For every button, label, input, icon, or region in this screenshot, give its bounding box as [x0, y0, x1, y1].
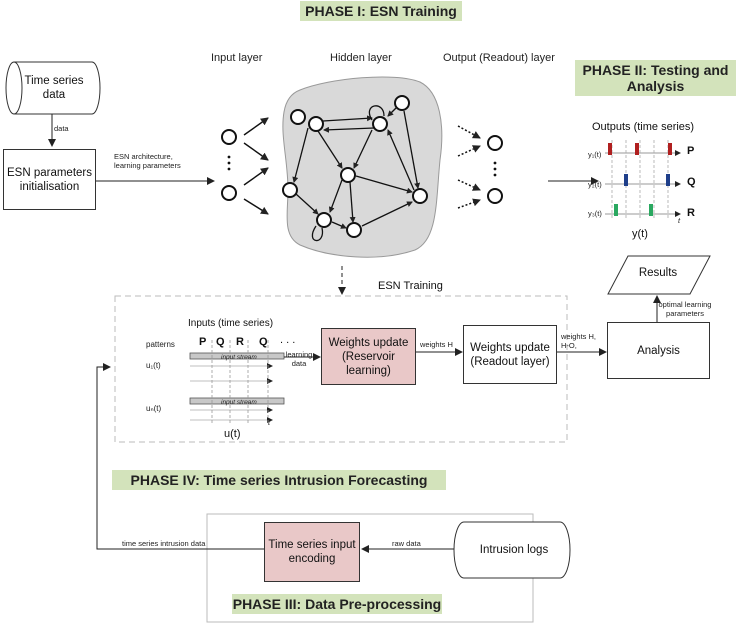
input-arrows: [243, 117, 269, 215]
hidden-neurons: [282, 95, 428, 238]
pattern-letter-2: Q: [216, 336, 225, 348]
weights-readout-box: Weights update (Readout layer): [463, 325, 557, 384]
phase-1-title: PHASE I: ESN Training: [305, 3, 457, 19]
ut-label: u(t): [224, 428, 241, 440]
weights-h-label: weights H: [420, 340, 453, 349]
analysis-box: Analysis: [607, 322, 710, 379]
feedback-arrow: [96, 363, 264, 550]
results-label: Results: [638, 267, 678, 279]
hidden-layer-label: Hidden layer: [330, 52, 392, 64]
raw-data-label: raw data: [392, 539, 421, 548]
outputs-title: Outputs (time series): [592, 121, 695, 133]
output-dots: [493, 161, 497, 177]
phase-1-banner: PHASE I: ESN Training: [300, 1, 462, 21]
phase-2-title: PHASE II: Testing and Analysis: [582, 62, 729, 94]
data-edge-label: data: [54, 124, 69, 133]
stream-label-2: input stream: [221, 399, 257, 406]
learning-data-label: learning data: [285, 350, 313, 368]
y2-label: y₂(t): [588, 180, 602, 189]
output-layer-label: Output (Readout) layer: [443, 52, 555, 64]
output-t-label: t: [678, 216, 681, 225]
sig-p-label: P: [687, 145, 695, 157]
phase-4-banner: PHASE IV: Time series Intrusion Forecast…: [112, 470, 446, 490]
time-series-data-cylinder: [5, 61, 101, 115]
pattern-letter-3: R: [236, 336, 244, 348]
phase-3-banner: PHASE III: Data Pre-processing: [232, 594, 442, 614]
weights-reservoir-label: Weights update (Reservoir learning): [328, 336, 409, 377]
sig-q-label: Q: [687, 176, 696, 188]
phase-2-banner: PHASE II: Testing and Analysis: [575, 60, 736, 96]
inputs-title: Inputs (time series): [188, 318, 274, 329]
intrusion-logs-cylinder: [453, 521, 571, 579]
sig-r-label: R: [687, 207, 695, 219]
output-neurons: [487, 135, 503, 204]
input-layer-label: Input layer: [211, 52, 263, 64]
optimal-label: optimal learning parameters: [658, 300, 712, 318]
output-gridlines: [611, 140, 669, 220]
u1-label: u₁(t): [146, 361, 161, 370]
yt-label: y(t): [632, 228, 648, 240]
weights-readout-label: Weights update (Readout layer): [470, 341, 550, 368]
pattern-letter-4: Q: [259, 336, 268, 348]
phase-4-title: PHASE IV: Time series Intrusion Forecast…: [130, 472, 428, 488]
input-dots: [227, 155, 231, 171]
esn-arch-label: ESN architecture, learning parameters: [114, 152, 181, 170]
patterns-label: patterns: [146, 340, 175, 349]
time-series-data-label: Time series data: [24, 75, 84, 101]
pattern-letter-1: P: [199, 336, 207, 348]
weights-reservoir-box: Weights update (Reservoir learning): [321, 328, 416, 385]
y3-label: y₃(t): [588, 209, 602, 218]
stream-label-1: input stream: [221, 354, 257, 361]
esn-training-region: [114, 295, 568, 443]
weights-hho-label: weights H, H-O,: [561, 332, 597, 350]
esn-params-label: ESN parameters initialisation: [6, 166, 92, 193]
esn-training-label: ESN Training: [378, 280, 443, 292]
input-stream-diagram: [189, 340, 285, 425]
y1-label: y₁(t): [588, 150, 602, 159]
ts-intrusion-label: time series intrusion data: [122, 539, 206, 548]
input-neurons: [221, 129, 237, 201]
input-t-label: t: [268, 418, 271, 427]
output-arrows: [457, 125, 481, 209]
hidden-connections: [292, 107, 421, 229]
phase-3-title: PHASE III: Data Pre-processing: [232, 596, 442, 612]
analysis-label: Analysis: [637, 344, 680, 357]
un-label: uₙ(t): [146, 404, 162, 413]
pattern-ellipsis: . . .: [280, 334, 296, 346]
self-loops: [311, 105, 385, 242]
encoding-label: Time series input encoding: [268, 539, 356, 565]
results-shape: [607, 255, 711, 295]
esn-params-box: ESN parameters initialisation: [3, 149, 96, 210]
reservoir-blob: [282, 76, 443, 258]
encoding-box: Time series input encoding: [264, 522, 360, 582]
intrusion-logs-label: Intrusion logs: [479, 544, 549, 556]
output-spikes: [608, 143, 672, 216]
